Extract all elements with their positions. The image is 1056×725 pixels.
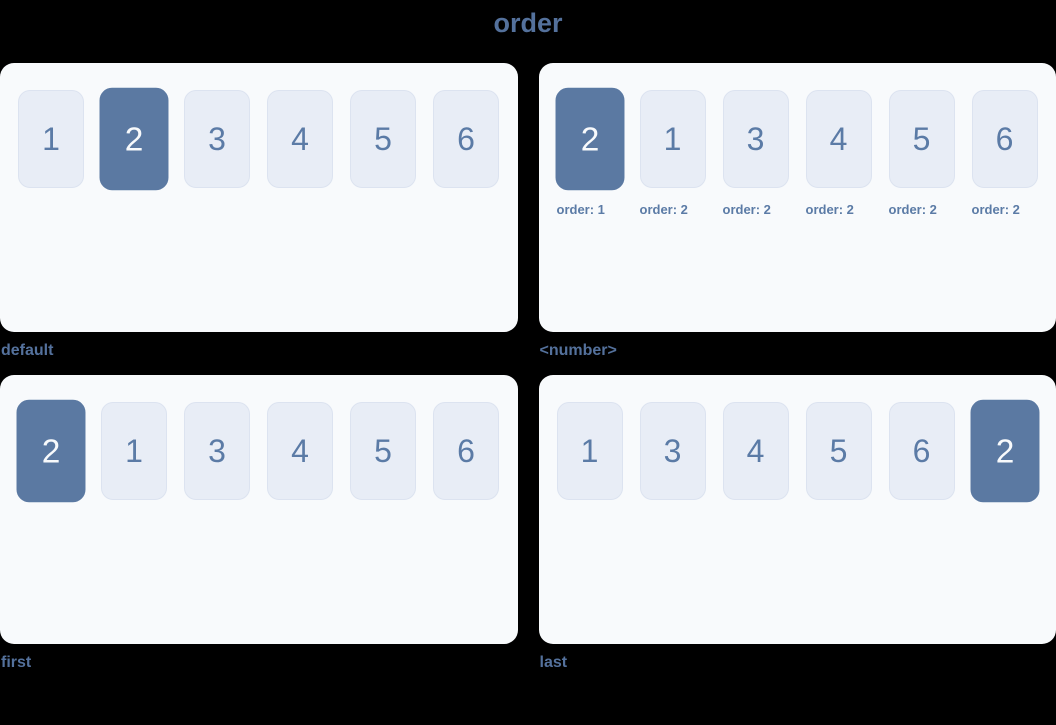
flex-item-box: 3 bbox=[184, 90, 250, 188]
flex-item-box: 1 bbox=[18, 90, 84, 188]
flex-item-box: 1 bbox=[639, 90, 706, 188]
example-last: 1 3 4 5 6 2 last bbox=[538, 375, 1056, 672]
order-caption: order: 2 bbox=[805, 202, 854, 217]
flex-item-box: 3 bbox=[639, 402, 706, 500]
flex-item-box: 3 bbox=[722, 90, 789, 188]
demo-panel-last: 1 3 4 5 6 2 bbox=[538, 375, 1056, 644]
flex-item-box: 5 bbox=[805, 402, 872, 500]
order-caption: order: 1 bbox=[556, 202, 605, 217]
flex-item-box: 6 bbox=[433, 402, 499, 500]
flex-item-box-highlighted: 2 bbox=[970, 399, 1039, 503]
order-caption: order: 2 bbox=[722, 202, 771, 217]
order-caption: order: 2 bbox=[639, 202, 688, 217]
flex-item-box: 5 bbox=[888, 90, 955, 188]
example-number: 2 order: 1 1 order: 2 3 order: 2 4 order… bbox=[538, 63, 1056, 360]
order-caption: order: 2 bbox=[971, 202, 1020, 217]
demo-panel-number: 2 order: 1 1 order: 2 3 order: 2 4 order… bbox=[538, 63, 1056, 332]
flex-item-box-highlighted: 2 bbox=[99, 87, 169, 191]
order-caption: order: 2 bbox=[888, 202, 937, 217]
example-label-first: first bbox=[1, 654, 32, 671]
order-item: 4 order: 2 bbox=[805, 90, 872, 217]
example-default: 1 2 3 4 5 6 default bbox=[0, 63, 518, 360]
order-item: 1 order: 2 bbox=[639, 90, 706, 217]
page-title: order bbox=[493, 8, 563, 38]
flex-item-box: 4 bbox=[267, 402, 333, 500]
flex-item-box: 5 bbox=[350, 90, 416, 188]
flex-item-box: 4 bbox=[805, 90, 872, 188]
flex-item-box: 3 bbox=[184, 402, 250, 500]
flex-item-box: 6 bbox=[888, 402, 955, 500]
demo-panel-default: 1 2 3 4 5 6 bbox=[0, 63, 518, 332]
flex-item-box: 1 bbox=[556, 402, 623, 500]
order-item: 2 order: 1 bbox=[555, 87, 624, 217]
examples-grid: 1 2 3 4 5 6 default 2 order: 1 1 order: … bbox=[0, 63, 1056, 672]
order-item: 3 order: 2 bbox=[722, 90, 789, 217]
flex-item-box: 6 bbox=[433, 90, 499, 188]
flex-item-box: 6 bbox=[971, 90, 1038, 188]
order-item: 5 order: 2 bbox=[888, 90, 955, 217]
flex-item-box: 5 bbox=[350, 402, 416, 500]
example-label-last: last bbox=[539, 654, 568, 671]
example-first: 2 1 3 4 5 6 first bbox=[0, 375, 518, 672]
flex-item-box: 1 bbox=[101, 402, 167, 500]
flex-item-box: 4 bbox=[722, 402, 789, 500]
flex-item-box-highlighted: 2 bbox=[555, 87, 624, 191]
flex-item-box: 4 bbox=[267, 90, 333, 188]
flex-item-box-highlighted: 2 bbox=[16, 399, 86, 503]
example-label-default: default bbox=[1, 342, 54, 359]
example-label-number: <number> bbox=[539, 342, 617, 359]
order-item: 6 order: 2 bbox=[971, 90, 1038, 217]
demo-panel-first: 2 1 3 4 5 6 bbox=[0, 375, 518, 644]
